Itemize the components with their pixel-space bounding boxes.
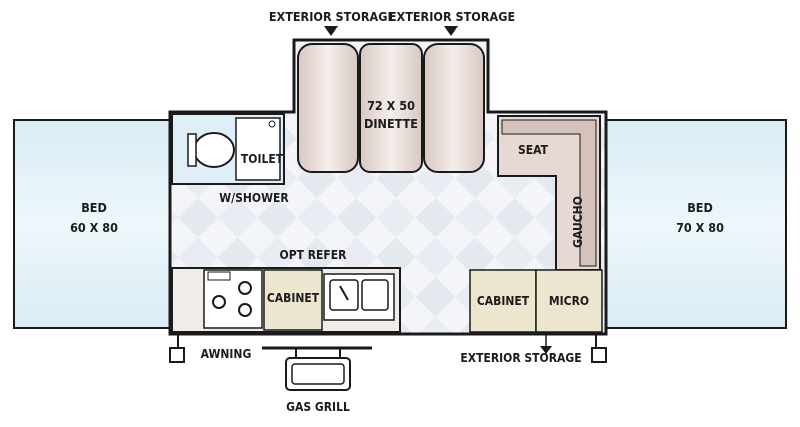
dinette-cushion-2 [423, 43, 485, 173]
label-toilet: TOILET [241, 152, 284, 166]
burner-2 [238, 281, 252, 295]
dinette-table [359, 43, 423, 173]
label-bed-left-size: 60 X 80 [70, 220, 118, 235]
arrow-storage-top-left [324, 26, 338, 36]
arrow-storage-bottom [540, 346, 552, 354]
label-dinette-size: 72 X 50 [367, 98, 415, 113]
label-cabinet-right: CABINET [477, 294, 530, 308]
toilet-tank [187, 133, 197, 167]
label-gas-grill: GAS GRILL [286, 400, 350, 414]
label-dinette: DINETTE [364, 116, 418, 131]
label-awning: AWNING [201, 347, 252, 361]
label-bed-right: BED [687, 200, 713, 215]
bed-right [605, 119, 787, 329]
micro-cabinet [535, 269, 603, 333]
jack-right [591, 334, 607, 363]
gaucho-backrest [501, 119, 597, 267]
cabinet-right [469, 269, 537, 333]
label-cabinet-left: CABINET [267, 291, 320, 305]
jack-left [169, 334, 185, 363]
bed-left [13, 119, 171, 329]
label-w-shower: W/SHOWER [219, 191, 289, 205]
sink-basin-2 [361, 279, 389, 311]
gas-grill [285, 348, 351, 391]
dinette-cushion-1 [297, 43, 359, 173]
trailer-wall [168, 38, 608, 336]
label-gaucho: GAUCHO [571, 196, 585, 248]
burner-3 [238, 303, 252, 317]
label-exterior-storage-top-right: EXTERIOR STORAGE [389, 9, 515, 24]
cabinet-left [263, 269, 323, 331]
label-exterior-storage-bottom: EXTERIOR STORAGE [460, 351, 581, 365]
stove-controls [207, 271, 231, 281]
label-seat: SEAT [518, 143, 549, 157]
shower-base [235, 117, 281, 181]
label-micro: MICRO [549, 294, 589, 308]
label-bed-left: BED [81, 200, 107, 215]
toilet-bowl [193, 132, 235, 168]
sink-faucet [339, 285, 349, 301]
shower-drain [268, 120, 276, 128]
label-bed-right-size: 70 X 80 [676, 220, 724, 235]
arrow-storage-top-right [444, 26, 458, 36]
label-opt-refer: OPT REFER [280, 248, 348, 262]
burner-1 [212, 295, 226, 309]
label-exterior-storage-top-left: EXTERIOR STORAGE [269, 9, 395, 24]
